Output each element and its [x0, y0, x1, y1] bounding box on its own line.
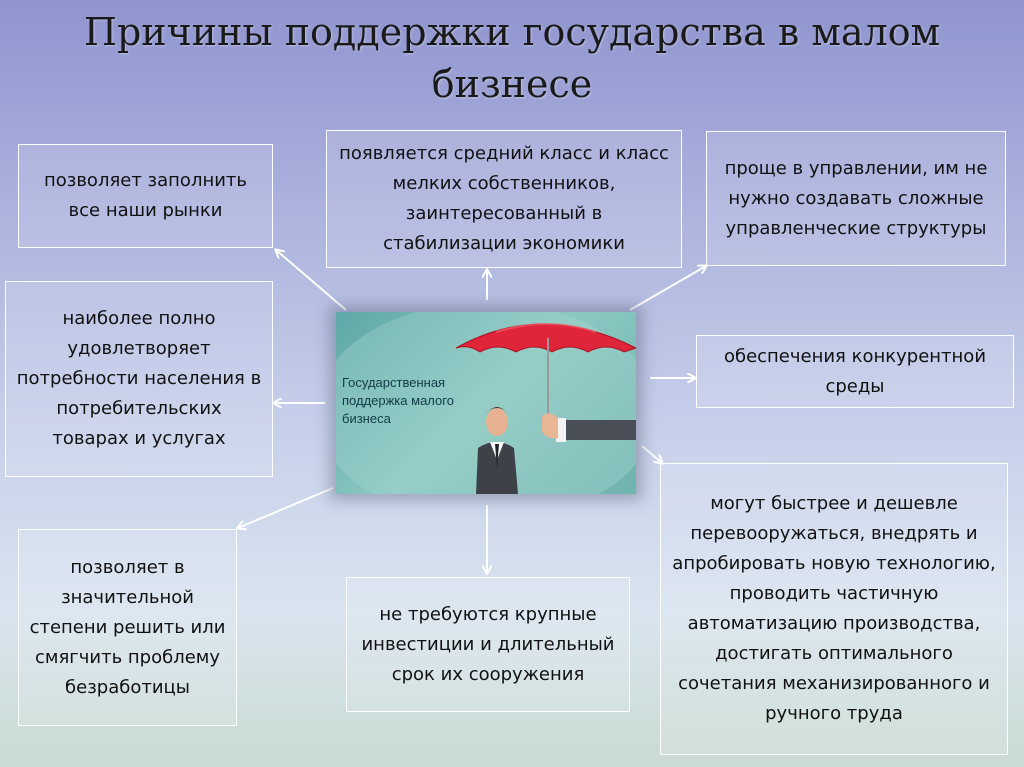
arrow-unemployment: [238, 487, 334, 528]
box-unemployment-text: позволяет в значительной степени решить …: [29, 556, 226, 698]
box-rearm-text: могут быстрее и дешевле перевооружаться,…: [672, 493, 996, 724]
box-competition-text: обеспечения конкурентной среды: [723, 345, 987, 397]
box-easier-management-text: проще в управлении, им не нужно создават…: [724, 157, 988, 239]
box-fill-markets: позволяет заполнить все наши рынки: [18, 144, 273, 248]
center-image-caption: Государственная поддержка малого бизнеса: [342, 375, 454, 426]
arrow-fill-markets: [276, 250, 347, 311]
arrow-rearm: [641, 445, 662, 463]
box-fill-markets-text: позволяет заполнить все наши рынки: [43, 170, 248, 221]
box-rearm: могут быстрее и дешевле перевооружаться,…: [660, 463, 1008, 755]
box-meets-needs-text: наиболее полно удовлетворяет потребности…: [16, 308, 262, 449]
box-no-investment-text: не требуются крупные инвестиции и длител…: [361, 603, 615, 685]
box-middle-class: появляется средний класс и класс мелких …: [326, 130, 682, 268]
arrow-easier-management: [629, 266, 706, 311]
center-image: Государственная поддержка малого бизнеса: [336, 312, 636, 494]
page-title: Причины поддержки государства в малом би…: [83, 10, 941, 106]
box-meets-needs: наиболее полно удовлетворяет потребности…: [5, 281, 273, 477]
umbrella-illustration: [336, 312, 636, 494]
box-no-investment: не требуются крупные инвестиции и длител…: [346, 577, 630, 712]
box-middle-class-text: появляется средний класс и класс мелких …: [339, 143, 669, 254]
box-unemployment: позволяет в значительной степени решить …: [18, 529, 237, 726]
box-easier-management: проще в управлении, им не нужно создават…: [706, 131, 1006, 266]
box-competition: обеспечения конкурентной среды: [696, 335, 1014, 408]
